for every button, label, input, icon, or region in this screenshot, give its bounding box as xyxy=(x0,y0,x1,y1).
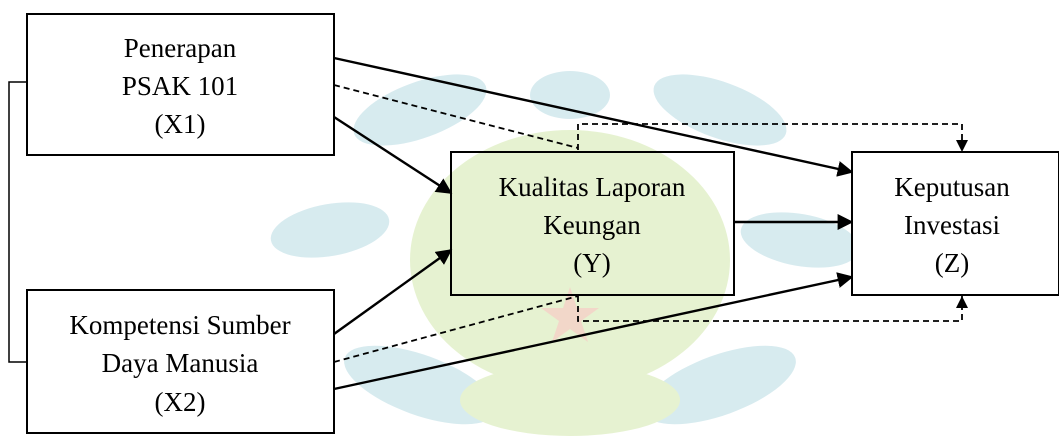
node-x1-line-2: PSAK 101 xyxy=(122,71,238,101)
node-z: Keputusan Investasi (Z) xyxy=(851,151,1059,296)
node-x2-line-3: (X2) xyxy=(155,387,206,417)
node-z-line-2: Investasi xyxy=(904,210,1000,240)
watermark-base xyxy=(460,364,680,436)
correlation-bracket xyxy=(8,81,27,363)
node-x1-box xyxy=(26,13,335,156)
node-y-line-2: Keungan xyxy=(543,210,641,240)
dashed-x2-to-y xyxy=(333,295,579,363)
arrow-x2-to-y xyxy=(333,249,453,335)
watermark-star xyxy=(541,287,599,342)
node-y-line-1: Kualitas Laporan xyxy=(499,172,686,202)
node-x2: Kompetensi Sumber Daya Manusia (X2) xyxy=(26,289,335,434)
dashed-bottom-path xyxy=(577,296,963,322)
dashed-top-arrowhead xyxy=(956,140,968,152)
arrow-x2-to-z xyxy=(333,272,854,391)
node-y: Kualitas Laporan Keungan (Y) xyxy=(450,151,735,296)
watermark-petal xyxy=(644,345,796,425)
node-y-line-3: (Y) xyxy=(573,248,610,278)
arrow-x1-to-z xyxy=(333,56,854,177)
dashed-x1-to-y xyxy=(333,84,579,149)
node-x1-line-1: Penerapan xyxy=(124,33,237,63)
node-x2-line-2: Daya Manusia xyxy=(102,348,259,378)
node-z-box xyxy=(851,151,1059,296)
node-z-line-3: (Z) xyxy=(935,248,969,278)
node-z-line-1: Keputusan xyxy=(894,172,1010,202)
watermark-petal xyxy=(740,212,860,268)
watermark-petal xyxy=(344,345,496,425)
watermark-petal xyxy=(653,74,787,146)
node-x2-line-1: Kompetensi Sumber xyxy=(69,310,290,340)
watermark-petal xyxy=(353,74,487,146)
watermark-petal xyxy=(270,202,390,258)
dashed-bottom-arrowhead xyxy=(956,296,968,308)
dashed-top-path xyxy=(577,123,963,150)
watermark-logo xyxy=(270,71,860,436)
node-x1-line-3: (X1) xyxy=(155,109,206,139)
node-x2-box xyxy=(26,289,335,434)
node-y-box xyxy=(450,151,735,296)
arrow-x1-to-y xyxy=(333,115,453,195)
watermark-petal xyxy=(530,71,610,119)
node-x1: Penerapan PSAK 101 (X1) xyxy=(26,13,335,156)
watermark-center xyxy=(410,130,730,390)
